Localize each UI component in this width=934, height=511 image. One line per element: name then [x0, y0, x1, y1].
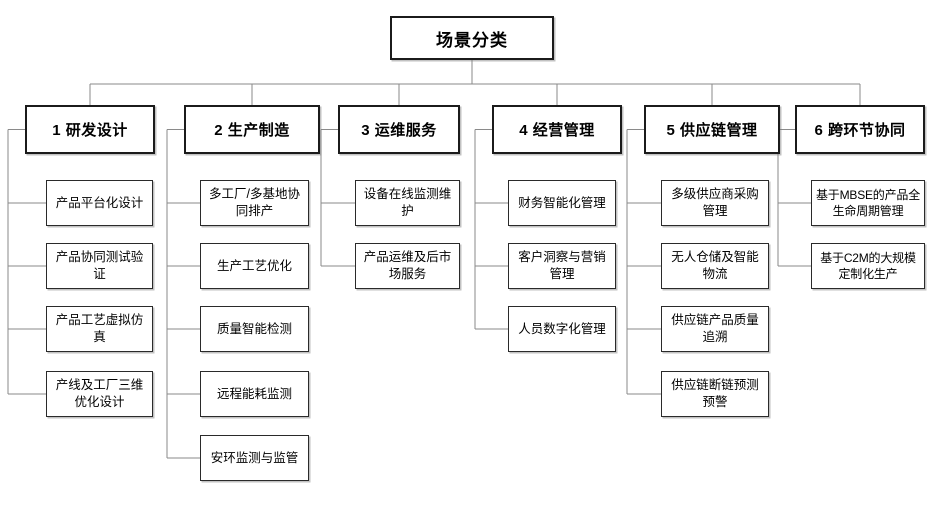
category-node-3-label: 3 运维服务	[361, 122, 437, 139]
leaf-node-2-2-label: 生产工艺优化	[216, 258, 292, 273]
leaf-node-1-4-label: 产线及工厂三维优化设计	[55, 378, 144, 409]
leaf-node-4-3[interactable]: 人员数字化管理	[508, 306, 616, 352]
leaf-node-1-1[interactable]: 产品平台化设计	[46, 180, 153, 226]
leaf-node-6-1-label: 基于MBSE的产品全生命周期管理	[816, 187, 921, 218]
leaf-node-5-4[interactable]: 供应链断链预测预警	[661, 371, 769, 417]
leaf-node-5-3-label: 供应链产品质量追溯	[671, 313, 759, 344]
leaf-node-1-3-label: 产品工艺虚拟仿真	[55, 313, 144, 344]
leaf-node-3-2-label: 产品运维及后市场服务	[363, 250, 452, 281]
root-node-label: 场景分类	[436, 30, 508, 50]
leaf-node-2-5-label: 安环监测与监管	[210, 450, 299, 465]
leaf-node-6-1[interactable]: 基于MBSE的产品全生命周期管理	[811, 180, 925, 226]
category-node-3[interactable]: 3 运维服务	[338, 105, 460, 154]
leaf-node-2-1-label: 多工厂/多基地协同排产	[209, 187, 300, 218]
leaf-node-6-2-label: 基于C2M的大规模定制化生产	[820, 250, 916, 281]
leaf-node-2-2[interactable]: 生产工艺优化	[200, 243, 309, 289]
leaf-node-1-1-label: 产品平台化设计	[55, 195, 144, 210]
leaf-node-2-4-label: 远程能耗监测	[216, 386, 292, 401]
leaf-node-3-1-label: 设备在线监测维护	[363, 187, 452, 218]
leaf-node-4-2[interactable]: 客户洞察与营销管理	[508, 243, 616, 289]
category-node-6[interactable]: 6 跨环节协同	[795, 105, 925, 154]
category-node-6-label: 6 跨环节协同	[814, 122, 906, 139]
category-node-4-label: 4 经营管理	[519, 122, 595, 139]
category-node-1[interactable]: 1 研发设计	[25, 105, 155, 154]
leaf-node-5-4-label: 供应链断链预测预警	[671, 378, 759, 409]
leaf-node-2-1[interactable]: 多工厂/多基地协同排产	[200, 180, 309, 226]
leaf-node-5-2-label: 无人仓储及智能物流	[671, 250, 759, 281]
leaf-node-5-3[interactable]: 供应链产品质量追溯	[661, 306, 769, 352]
leaf-node-5-1-label: 多级供应商采购管理	[671, 187, 759, 218]
leaf-node-4-1-label: 财务智能化管理	[518, 195, 606, 210]
category-node-2-label: 2 生产制造	[214, 122, 290, 139]
leaf-node-4-3-label: 人员数字化管理	[518, 321, 606, 336]
leaf-node-1-2[interactable]: 产品协同测试验证	[46, 243, 153, 289]
leaf-node-1-3[interactable]: 产品工艺虚拟仿真	[46, 306, 153, 352]
leaf-node-5-2[interactable]: 无人仓储及智能物流	[661, 243, 769, 289]
root-node[interactable]: 场景分类	[390, 16, 554, 60]
leaf-node-2-3[interactable]: 质量智能检测	[200, 306, 309, 352]
leaf-node-3-1[interactable]: 设备在线监测维护	[355, 180, 460, 226]
leaf-node-1-4[interactable]: 产线及工厂三维优化设计	[46, 371, 153, 417]
leaf-node-4-1[interactable]: 财务智能化管理	[508, 180, 616, 226]
leaf-node-6-2[interactable]: 基于C2M的大规模定制化生产	[811, 243, 925, 289]
leaf-node-4-2-label: 客户洞察与营销管理	[518, 250, 606, 281]
category-node-2[interactable]: 2 生产制造	[184, 105, 320, 154]
category-node-5-label: 5 供应链管理	[666, 122, 758, 139]
leaf-node-1-2-label: 产品协同测试验证	[55, 250, 144, 281]
leaf-node-2-5[interactable]: 安环监测与监管	[200, 435, 309, 481]
category-node-4[interactable]: 4 经营管理	[492, 105, 622, 154]
category-node-1-label: 1 研发设计	[52, 122, 128, 139]
leaf-node-2-4[interactable]: 远程能耗监测	[200, 371, 309, 417]
category-node-5[interactable]: 5 供应链管理	[644, 105, 780, 154]
leaf-node-2-3-label: 质量智能检测	[216, 321, 292, 336]
leaf-node-3-2[interactable]: 产品运维及后市场服务	[355, 243, 460, 289]
leaf-node-5-1[interactable]: 多级供应商采购管理	[661, 180, 769, 226]
